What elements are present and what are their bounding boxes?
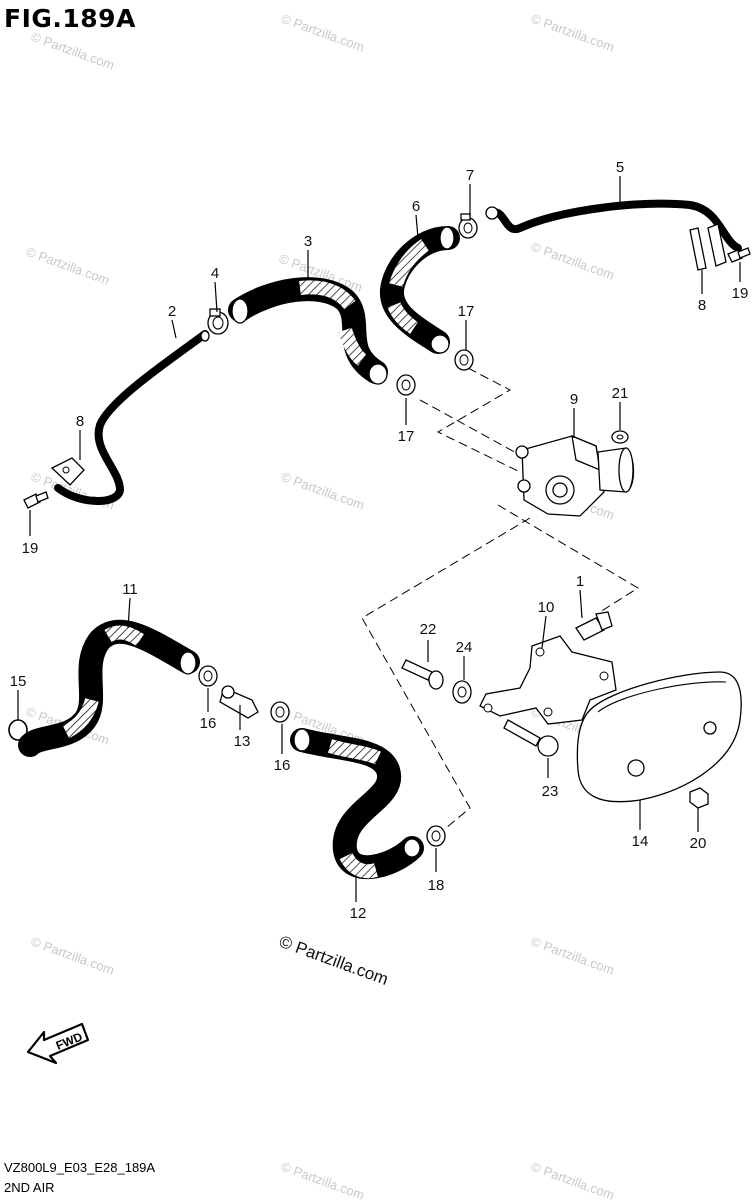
clamp-16-left: [198, 665, 218, 687]
assembly-dash-lines: [361, 367, 639, 829]
hose-11: [18, 619, 200, 757]
callout-6: 6: [412, 198, 420, 215]
callout-9: 9: [570, 391, 578, 408]
joint-13: [219, 685, 259, 719]
clamp-16-right: [270, 701, 290, 723]
section-name: 2ND AIR: [4, 1180, 55, 1195]
callout-20: 20: [690, 835, 707, 852]
callout-16: 16: [274, 757, 291, 774]
hose-6: [380, 226, 460, 354]
callout-10: 10: [538, 599, 555, 616]
callout-17: 17: [398, 428, 415, 445]
callout-4: 4: [211, 265, 219, 282]
clamp-4: [207, 308, 229, 335]
callout-14: 14: [632, 833, 649, 850]
callout-15: 15: [10, 673, 27, 690]
callout-8: 8: [76, 413, 84, 430]
callout-18: 18: [428, 877, 445, 894]
watermark: © Partzilla.com: [529, 1159, 616, 1200]
pipe-2: [54, 330, 210, 505]
callout-19: 19: [732, 285, 749, 302]
callout-7: 7: [466, 167, 474, 184]
bolt-23: [503, 719, 559, 757]
callout-13: 13: [234, 733, 251, 750]
callout-2: 2: [168, 303, 176, 320]
valve-9: [515, 434, 635, 517]
leader-lines: [17, 176, 741, 902]
bolt-1: [575, 611, 613, 641]
bolt-19-right: [727, 247, 751, 263]
washer-21: [611, 430, 629, 444]
hose-12: [290, 728, 424, 880]
callout-24: 24: [456, 639, 473, 656]
clamp-17-lower: [396, 374, 416, 396]
bracket-8-left: [50, 457, 85, 486]
watermark: © Partzilla.com: [529, 239, 616, 283]
callout-8: 8: [698, 297, 706, 314]
callout-3: 3: [304, 233, 312, 250]
callout-5: 5: [616, 159, 624, 176]
callout-12: 12: [350, 905, 367, 922]
callout-labels: 1 2 3 4 5 6 7 8 8 9 10 11 12 13 14 15 16…: [10, 159, 749, 922]
bolt-19-left: [23, 491, 49, 509]
clamp-7: [458, 213, 478, 239]
model-code: VZ800L9_E03_E28_189A: [4, 1160, 156, 1175]
watermark: © Partzilla.com: [279, 1159, 366, 1200]
nut-20: [689, 787, 709, 809]
clamp-17-upper: [454, 349, 474, 371]
watermark-layer: © Partzilla.com © Partzilla.com © Partzi…: [24, 11, 616, 1200]
bracket-10: [479, 635, 617, 725]
partzilla-credit: © Partzilla.com: [277, 932, 391, 989]
watermark: © Partzilla.com: [529, 934, 616, 978]
callout-17: 17: [458, 303, 475, 320]
callout-23: 23: [542, 783, 559, 800]
watermark: © Partzilla.com: [29, 934, 116, 978]
callout-22: 22: [420, 621, 437, 638]
case-14: [576, 671, 742, 803]
grommet-24: [452, 680, 472, 704]
callout-19: 19: [22, 540, 39, 557]
callout-1: 1: [576, 573, 584, 590]
fwd-arrow-icon: FWD: [26, 1022, 90, 1065]
pipe-5: [485, 199, 742, 252]
bolt-22: [401, 659, 444, 690]
watermark: © Partzilla.com: [24, 244, 111, 288]
watermark: © Partzilla.com: [29, 29, 116, 73]
bracket-8-right: [689, 223, 727, 271]
clip-15: [8, 719, 28, 741]
hose-3: [228, 277, 388, 385]
figure-title: FIG.189A: [4, 4, 136, 33]
watermark: © Partzilla.com: [529, 11, 616, 55]
callout-21: 21: [612, 385, 629, 402]
watermark: © Partzilla.com: [279, 469, 366, 513]
callout-11: 11: [122, 581, 138, 598]
watermark: © Partzilla.com: [279, 11, 366, 55]
callout-16: 16: [200, 715, 217, 732]
clamp-18: [426, 825, 446, 847]
